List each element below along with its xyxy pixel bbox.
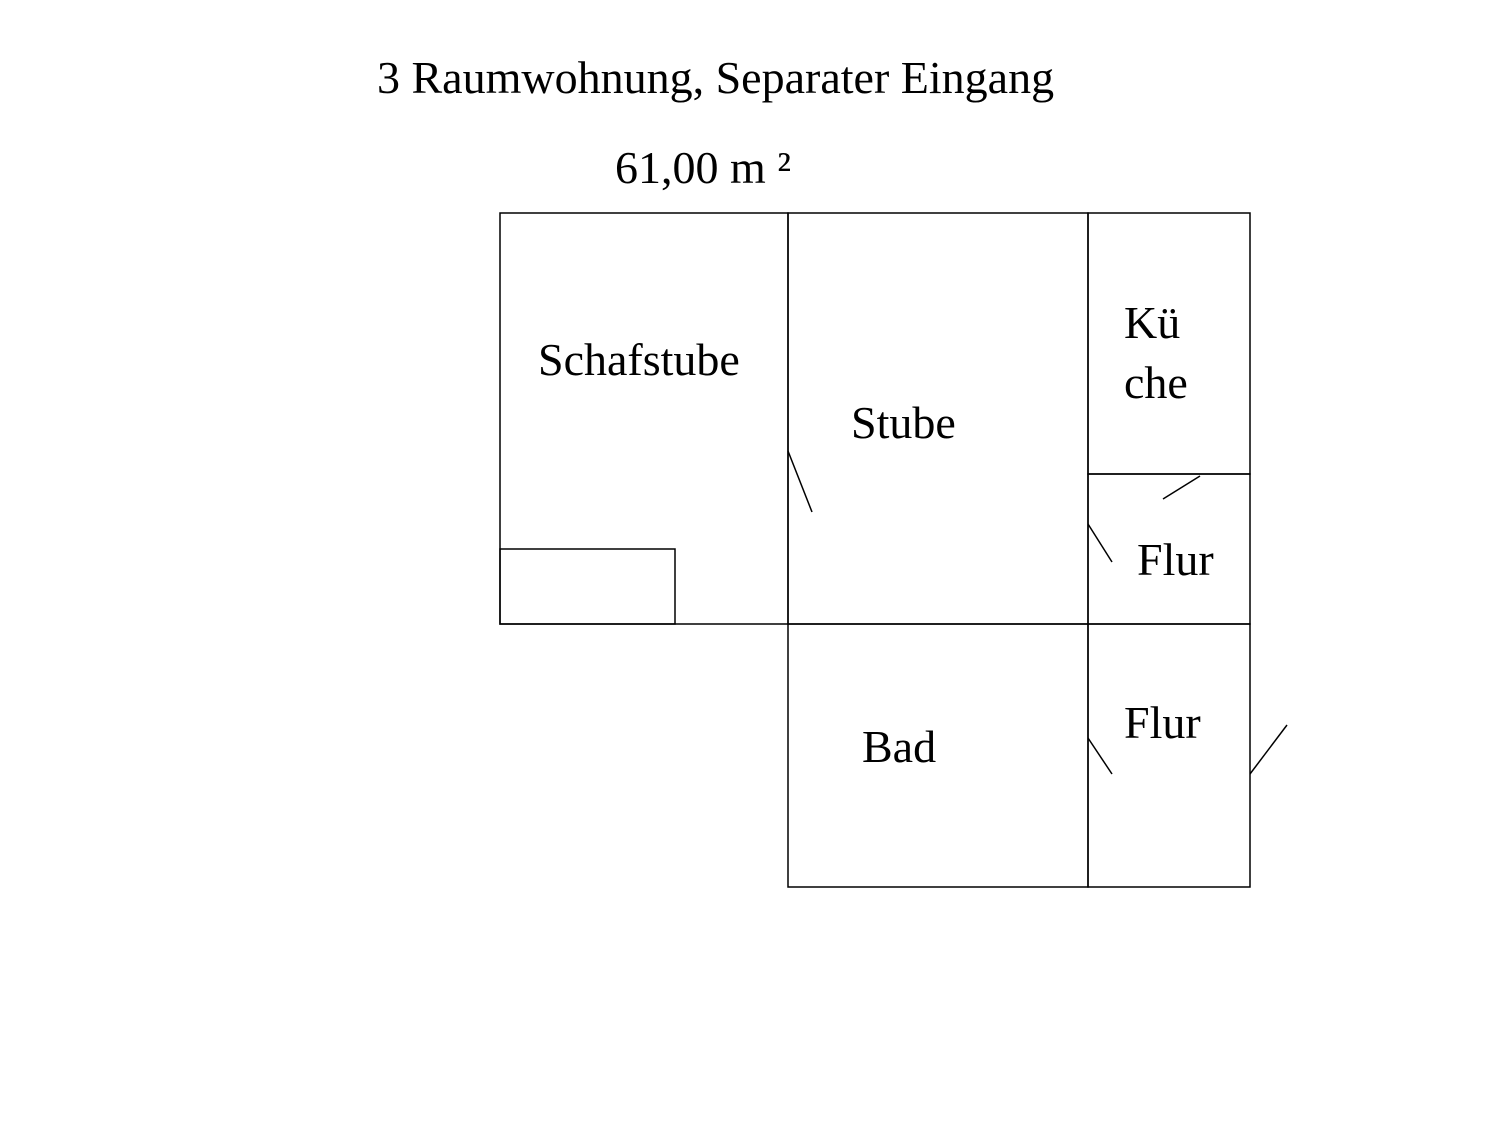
door-entrance [1249,724,1288,775]
door-schlafstube-stube [787,450,813,513]
door-bad-flur [1087,737,1113,775]
label-schlafstube: Schafstube [538,334,740,385]
label-flur-upper: Flur [1137,534,1214,585]
plan-title: 3 Raumwohnung, Separater Eingang [377,52,1055,103]
room-flur-lower [1087,623,1251,888]
door-stube-flur [1087,523,1113,563]
floor-area: 61,00 m ² [615,142,792,193]
room-bad [787,623,1089,888]
room-schlafstube [499,212,789,625]
label-kueche-line1: Kü [1124,297,1181,348]
door-kueche-flur [1162,475,1201,500]
label-stube: Stube [851,397,956,448]
label-kueche-line2: che [1124,357,1188,408]
wardrobe-box [499,548,676,625]
label-kueche: Kü che [1124,293,1244,413]
label-bad: Bad [862,721,937,772]
label-flur-lower: Flur [1124,697,1201,748]
